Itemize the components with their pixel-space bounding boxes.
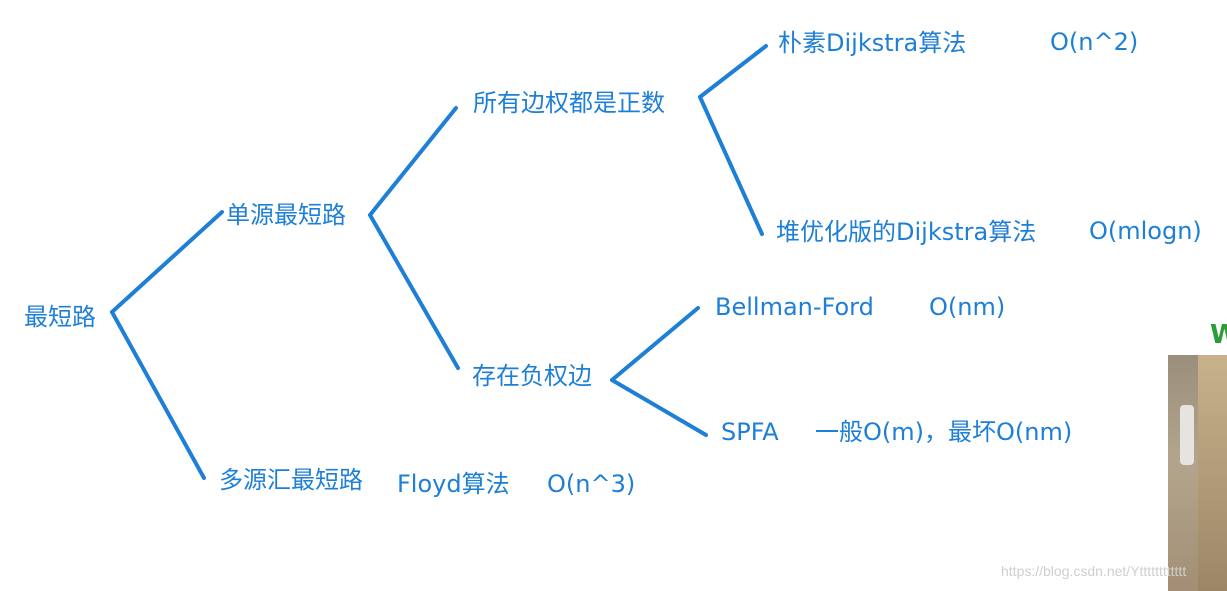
node-shortest-path: 最短路 bbox=[24, 305, 96, 329]
node-bellman-ford-label: Bellman-Ford bbox=[715, 293, 874, 321]
edge-root-to-single-source bbox=[110, 210, 224, 314]
edge-positive-to-heap-dijkstra bbox=[698, 95, 764, 236]
video-shirt-shape bbox=[1180, 405, 1194, 465]
webcam-video-thumbnail bbox=[1168, 355, 1227, 591]
node-heap-dijkstra: 堆优化版的Dijkstra算法 bbox=[776, 220, 1036, 244]
floyd-complexity-text: O(n^3) bbox=[547, 470, 636, 498]
node-all-positive-weights: 所有边权都是正数 bbox=[473, 91, 665, 115]
node-negative-edges-label: 存在负权边 bbox=[472, 362, 592, 390]
csdn-watermark-text: https://blog.csdn.net/Ytttttttttttt bbox=[1001, 563, 1187, 579]
spfa-complexity: 一般O(m)，最坏O(nm) bbox=[815, 420, 1072, 444]
edge-negative-to-bellman-ford bbox=[610, 306, 700, 382]
edge-single-to-positive bbox=[368, 106, 458, 217]
edge-single-to-negative bbox=[368, 213, 460, 370]
edge-positive-to-naive-dijkstra bbox=[698, 44, 768, 99]
node-single-source: 单源最短路 bbox=[226, 203, 346, 227]
floyd-algorithm: Floyd算法 bbox=[397, 472, 510, 496]
naive-dijkstra-complexity: O(n^2) bbox=[1050, 30, 1138, 54]
spfa-complexity-text: 一般O(m)，最坏O(nm) bbox=[815, 418, 1073, 446]
floyd-complexity: O(n^3) bbox=[547, 472, 635, 496]
node-bellman-ford: Bellman-Ford bbox=[715, 295, 874, 319]
node-naive-dijkstra-label: 朴素Dijkstra算法 bbox=[778, 29, 967, 57]
csdn-watermark: https://blog.csdn.net/Ytttttttttttt bbox=[1001, 563, 1186, 579]
node-naive-dijkstra: 朴素Dijkstra算法 bbox=[778, 31, 966, 55]
node-shortest-path-label: 最短路 bbox=[24, 303, 96, 331]
node-heap-dijkstra-label: 堆优化版的Dijkstra算法 bbox=[776, 218, 1037, 246]
node-negative-edges: 存在负权边 bbox=[472, 364, 592, 388]
naive-dijkstra-complexity-text: O(n^2) bbox=[1050, 28, 1139, 56]
node-spfa: SPFA bbox=[721, 420, 779, 444]
video-background-panel bbox=[1198, 355, 1227, 591]
bellman-ford-complexity: O(nm) bbox=[929, 295, 1005, 319]
edge-root-to-multi-source bbox=[110, 310, 206, 480]
node-spfa-label: SPFA bbox=[721, 418, 779, 446]
node-multi-source-label: 多源汇最短路 bbox=[219, 466, 363, 494]
node-all-positive-weights-label: 所有边权都是正数 bbox=[473, 89, 665, 117]
heap-dijkstra-complexity-text: O(mlogn) bbox=[1089, 217, 1202, 245]
edge-negative-to-spfa bbox=[610, 378, 708, 437]
node-single-source-label: 单源最短路 bbox=[226, 201, 346, 229]
heap-dijkstra-complexity: O(mlogn) bbox=[1089, 219, 1202, 243]
floyd-algorithm-label: Floyd算法 bbox=[397, 470, 510, 498]
bellman-ford-complexity-text: O(nm) bbox=[929, 293, 1006, 321]
overlay-letter: W bbox=[1210, 320, 1227, 350]
node-multi-source: 多源汇最短路 bbox=[219, 468, 363, 492]
